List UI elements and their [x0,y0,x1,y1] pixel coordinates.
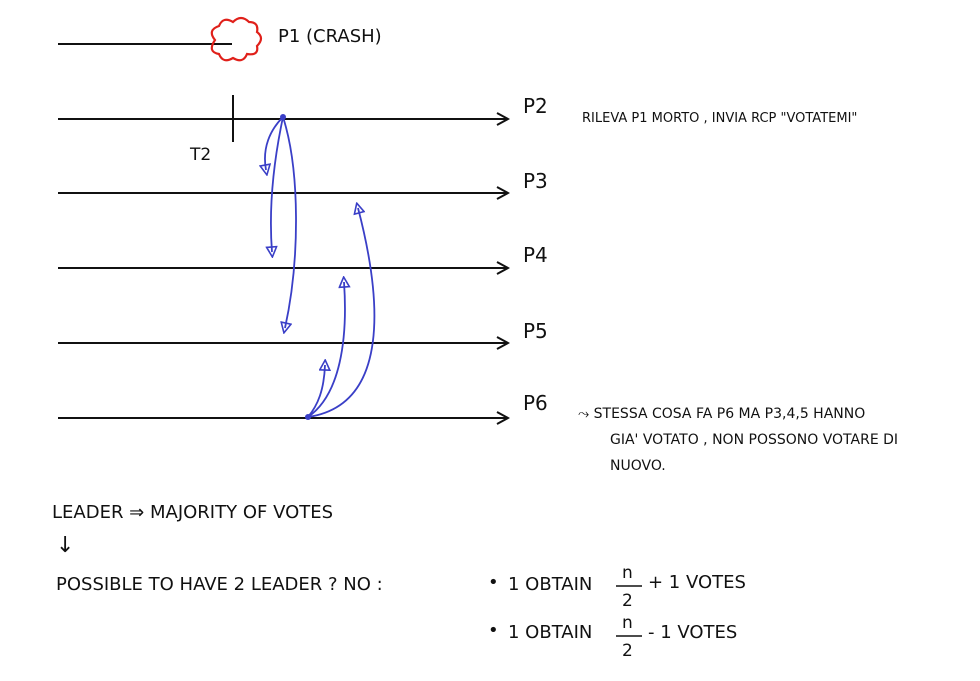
leader-majority-text: LEADER ⇒ MAJORITY OF VOTES [52,502,333,523]
process-label-p1: P1 (CRASH) [278,26,382,47]
note-p6-line1: ⤳ STESSA COSA FA P6 MA P3,4,5 HANNO [578,406,865,422]
process-label-p2: P2 [523,94,548,118]
fraction1-numerator: n [622,563,633,583]
fraction1-denominator: 2 [622,591,633,611]
vote-request-arrow-p6-p4 [307,282,345,418]
obtain1-prefix: 1 OBTAIN [508,574,592,595]
p2-send-point [280,114,286,120]
time-label-t2: T2 [189,145,211,165]
vote-request-arrow-p2-p3 [265,116,284,170]
p6-send-point [305,414,311,420]
note-p6-line3: NUOVO. [610,458,666,474]
obtain2-suffix: - 1 VOTES [648,622,737,643]
note-p6-line2: GIA' VOTATO , NON POSSONO VOTARE DI [610,432,898,448]
process-label-p5: P5 [523,319,548,343]
vote-request-arrow-p2-p5 [283,116,297,328]
note-p2: RILEVA P1 MORTO , INVIA RCP "VOTATEMI" [582,111,857,126]
fraction2-numerator: n [622,613,633,633]
bullet-1: • [488,572,499,593]
obtain2-prefix: 1 OBTAIN [508,622,592,643]
two-leader-question: POSSIBLE TO HAVE 2 LEADER ? NO : [56,574,383,595]
process-label-p4: P4 [523,243,548,267]
process-label-p6: P6 [523,391,548,415]
bullet-2: • [488,620,499,641]
crash-cloud-icon [210,16,263,62]
vote-request-arrow-p6-p3 [307,208,376,418]
process-label-p3: P3 [523,169,548,193]
vote-request-arrow-p2-p4 [271,116,284,252]
vote-request-arrow-p6-p5 [307,365,325,418]
down-arrow: ↓ [56,533,74,558]
fraction2-denominator: 2 [622,641,633,661]
obtain1-suffix: + 1 VOTES [648,572,746,593]
